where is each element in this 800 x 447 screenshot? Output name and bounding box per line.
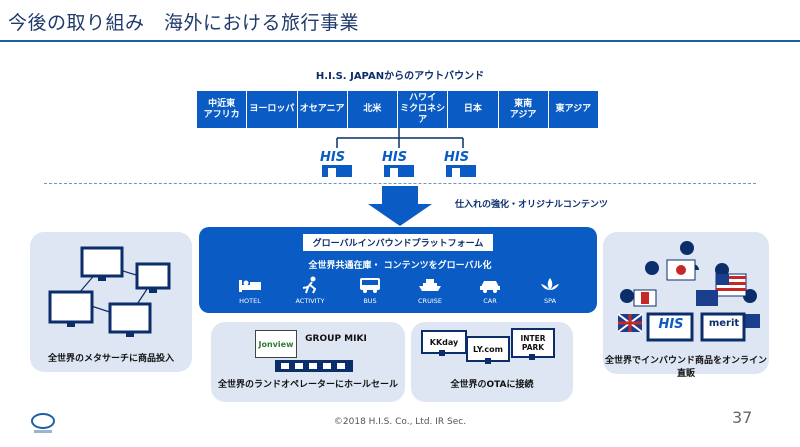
his-logo: HIS — [658, 317, 684, 332]
his-store-icon: HIS — [442, 148, 482, 182]
group-miki-logo: GROUP MIKI — [305, 334, 367, 344]
region-item: オセアニア — [298, 91, 348, 128]
ship-icon — [419, 279, 441, 291]
category-bus: BUS — [345, 276, 395, 305]
category-activity: ACTIVITY — [285, 276, 335, 305]
category-spa: SPA — [525, 276, 575, 305]
activity-icon — [302, 276, 317, 294]
supply-label: 仕入れの強化・オリジナルコンテンツ — [455, 200, 608, 210]
region-item: 東アジア — [555, 104, 592, 114]
company-logo — [31, 413, 55, 433]
bed-icon — [239, 280, 261, 292]
jonview-logo: Jonview — [255, 330, 297, 358]
region-item: 北米 — [348, 91, 398, 128]
ota-stands-icon — [439, 350, 535, 364]
outbound-label: H.I.S. JAPANからのアウトバウンド — [315, 71, 485, 82]
bus-icon — [360, 278, 380, 293]
metasearch-caption: 全世界のメタサーチに商品投入 — [47, 354, 174, 364]
direct-sales-panel — [603, 232, 769, 374]
title-divider — [0, 40, 800, 42]
region-item: ヨーロッパ — [247, 91, 298, 128]
direct-sales-caption: 全世界でインバウンド商品をオンライン直販 — [604, 356, 767, 379]
region-item: 日本 — [448, 91, 499, 128]
svg-text:HIS: HIS — [382, 150, 407, 165]
section-divider — [44, 183, 756, 184]
svg-text:HIS: HIS — [320, 150, 345, 165]
category-hotel: HOTEL — [225, 276, 275, 305]
lycom-logo: LY.com — [466, 336, 510, 362]
monitor-network-icon — [48, 246, 171, 337]
footer-copyright: ©2018 H.I.S. Co., Ltd. IR Sec. — [333, 417, 467, 427]
category-label: HOTEL — [239, 297, 261, 305]
page-number: 37 — [732, 408, 753, 427]
lotus-icon — [541, 278, 559, 290]
page-title: 今後の取り組み 海外における旅行事業 — [8, 12, 360, 34]
category-label: CAR — [483, 297, 497, 305]
inbound-customers-icon — [617, 241, 760, 342]
category-label: BUS — [363, 297, 377, 305]
platform-title: グローバルインバウンドプラットフォーム — [303, 234, 493, 251]
region-item: 東南 アジア — [499, 91, 549, 128]
building-icon — [275, 360, 353, 372]
category-label: SPA — [543, 297, 557, 305]
category-label: CRUISE — [418, 297, 442, 305]
car-icon — [480, 281, 500, 293]
land-operator-caption: 全世界のランドオペレーターにホールセール — [217, 380, 398, 390]
category-row: HOTEL ACTIVITY BUS CRUISE CAR SPA — [225, 276, 575, 305]
region-bar: 中近東 アフリカ ヨーロッパ オセアニア 北米 ハワイ ミクロネシア 日本 東南… — [197, 91, 598, 128]
merit-logo: merit — [708, 318, 740, 329]
connector-lines — [336, 128, 464, 148]
svg-text:HIS: HIS — [444, 150, 469, 165]
platform-subtitle: 全世界共通在庫・ コンテンツをグローバル化 — [308, 261, 492, 271]
category-cruise: CRUISE — [405, 276, 455, 305]
category-car: CAR — [465, 276, 515, 305]
his-store-icon: HIS — [380, 148, 420, 182]
ota-caption: 全世界のOTAに接続 — [450, 380, 534, 390]
region-item: ハワイ ミクロネシア — [398, 91, 449, 128]
category-label: ACTIVITY — [295, 297, 325, 305]
region-item: 中近東 アフリカ — [197, 91, 248, 128]
his-store-icon: HIS — [318, 148, 358, 182]
down-arrow-icon — [368, 186, 432, 226]
